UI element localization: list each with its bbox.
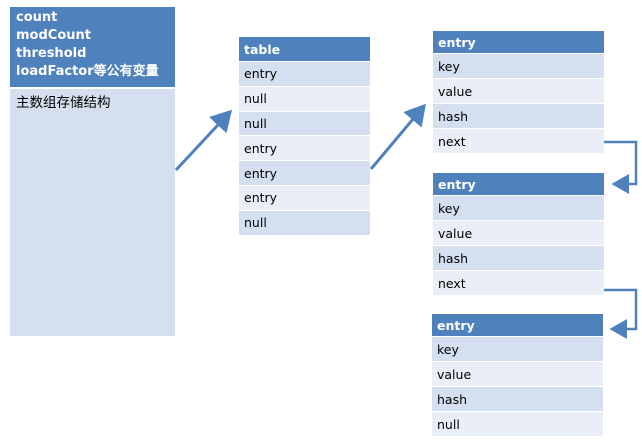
entry-node-1: entry key value hash next [433,31,604,153]
table-array: table entry null null entry entry entry … [239,37,370,235]
table-slot: null [239,85,370,111]
hashmap-object: count modCount threshold loadFactor等公有变量… [9,6,176,337]
entry-field-value: value [433,220,604,245]
entry-header: entry [432,314,603,336]
entry-field-hash: hash [433,103,604,128]
table-slot: null [239,110,370,136]
table-slot: entry [239,135,370,161]
entry-header: entry [433,31,604,53]
table-slot: entry [239,61,370,86]
entry-field-hash: hash [432,386,603,411]
entry-field-hash: hash [433,245,604,270]
arrow-next-entry-2-to-3 [604,288,638,339]
entry-field-value: value [433,78,604,103]
entry-field-key: key [433,53,604,78]
field-count: count [16,10,58,25]
hashmap-main-array-label: 主数组存储结构 [16,95,111,111]
table-slot: entry [239,184,370,210]
table-slot: null [239,209,370,235]
entry-header: entry [433,173,604,195]
entry-node-3: entry key value hash null [432,314,603,436]
table-array-header: table [239,37,370,61]
entry-field-next: null [432,411,603,436]
arrow-next-entry-1-to-2 [604,140,638,194]
field-loadfactor: loadFactor等公有变量 [16,64,159,79]
arrow-hashmap-to-table [174,109,233,172]
table-slot: entry [239,160,370,185]
field-modcount: modCount [16,28,91,43]
entry-field-key: key [432,336,603,361]
entry-field-next: next [433,270,604,295]
hashmap-fields-header: count modCount threshold loadFactor等公有变量 [10,7,175,89]
entry-field-next: next [433,128,604,153]
entry-node-2: entry key value hash next [433,173,604,295]
entry-field-value: value [432,361,603,386]
entry-field-key: key [433,195,604,220]
arrow-table-to-entry [369,103,426,170]
field-threshold: threshold [16,46,87,61]
